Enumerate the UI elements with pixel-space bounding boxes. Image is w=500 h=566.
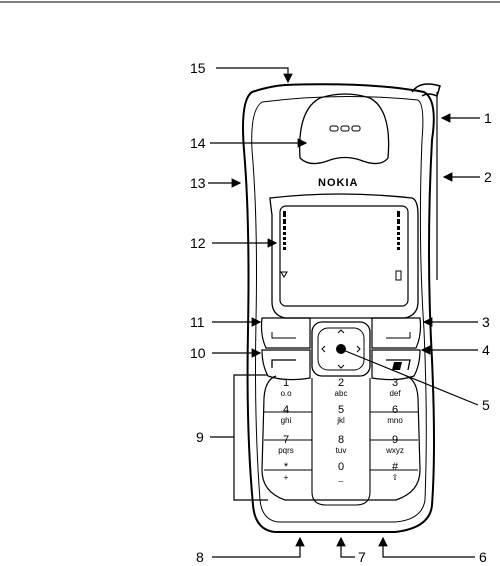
key-letters: ghi: [281, 416, 292, 425]
key-letters: _: [338, 473, 344, 482]
key-letters: pqrs: [278, 446, 294, 455]
callout-label-1: 1: [484, 110, 492, 126]
callout-leaders: [208, 67, 480, 558]
key-digit: 1: [283, 377, 289, 389]
key-1: 1o.o: [280, 377, 292, 398]
key-10: *+: [284, 461, 289, 482]
key-letters: abc: [335, 389, 348, 398]
key-letters: tuv: [336, 446, 347, 455]
callout-label-14: 14: [190, 135, 206, 151]
call-keys: [261, 349, 421, 381]
key-letters: wxyz: [385, 446, 404, 455]
callout-label-7: 7: [358, 549, 366, 565]
key-11: 0_: [338, 461, 344, 482]
display: [269, 193, 419, 319]
key-digit: 7: [283, 434, 289, 446]
earpiece: [299, 93, 390, 165]
key-digit: 5: [338, 404, 344, 416]
antenna: [411, 83, 441, 98]
key-digit: 9: [392, 434, 398, 446]
callout-label-10: 10: [190, 345, 206, 361]
callout-label-4: 4: [482, 342, 490, 358]
selection-keys: [260, 317, 422, 349]
battery-indicator: [395, 211, 402, 281]
callout-label-15: 15: [190, 60, 206, 76]
key-letters: def: [389, 389, 401, 398]
callout-label-13: 13: [190, 175, 206, 191]
key-12: #⇧: [392, 461, 399, 482]
callout-label-2: 2: [484, 169, 492, 185]
callout-label-11: 11: [190, 314, 205, 330]
key-digit: 6: [392, 404, 398, 416]
callout-label-9: 9: [196, 429, 204, 445]
phone-body: [242, 83, 441, 533]
callout-label-8: 8: [196, 549, 204, 565]
callout-label-5: 5: [482, 397, 490, 413]
signal-indicator: [280, 211, 288, 278]
key-letters: o.o: [280, 389, 292, 398]
keypad-keys: 1o.o2abc3def4ghi5jkl6mno7pqrs8tuv9wxyz*+…: [278, 377, 404, 482]
key-digit: 2: [338, 377, 344, 389]
callout-label-12: 12: [190, 235, 206, 251]
key-digit: 3: [392, 377, 398, 389]
callout-label-3: 3: [482, 314, 490, 330]
keypad: [261, 375, 421, 506]
key-digit: *: [284, 461, 289, 473]
key-letters: +: [284, 473, 289, 482]
key-digit: 8: [338, 434, 344, 446]
key-digit: 4: [283, 404, 289, 416]
callout-label-6: 6: [479, 549, 487, 565]
key-digit: #: [392, 461, 399, 473]
key-letters: jkl: [336, 416, 345, 425]
scroll-key: [311, 321, 371, 377]
key-digit: 0: [338, 461, 344, 473]
key-letters: ⇧: [392, 473, 399, 482]
brand-logo: NOKIA: [318, 177, 358, 189]
key-letters: mno: [387, 416, 403, 425]
